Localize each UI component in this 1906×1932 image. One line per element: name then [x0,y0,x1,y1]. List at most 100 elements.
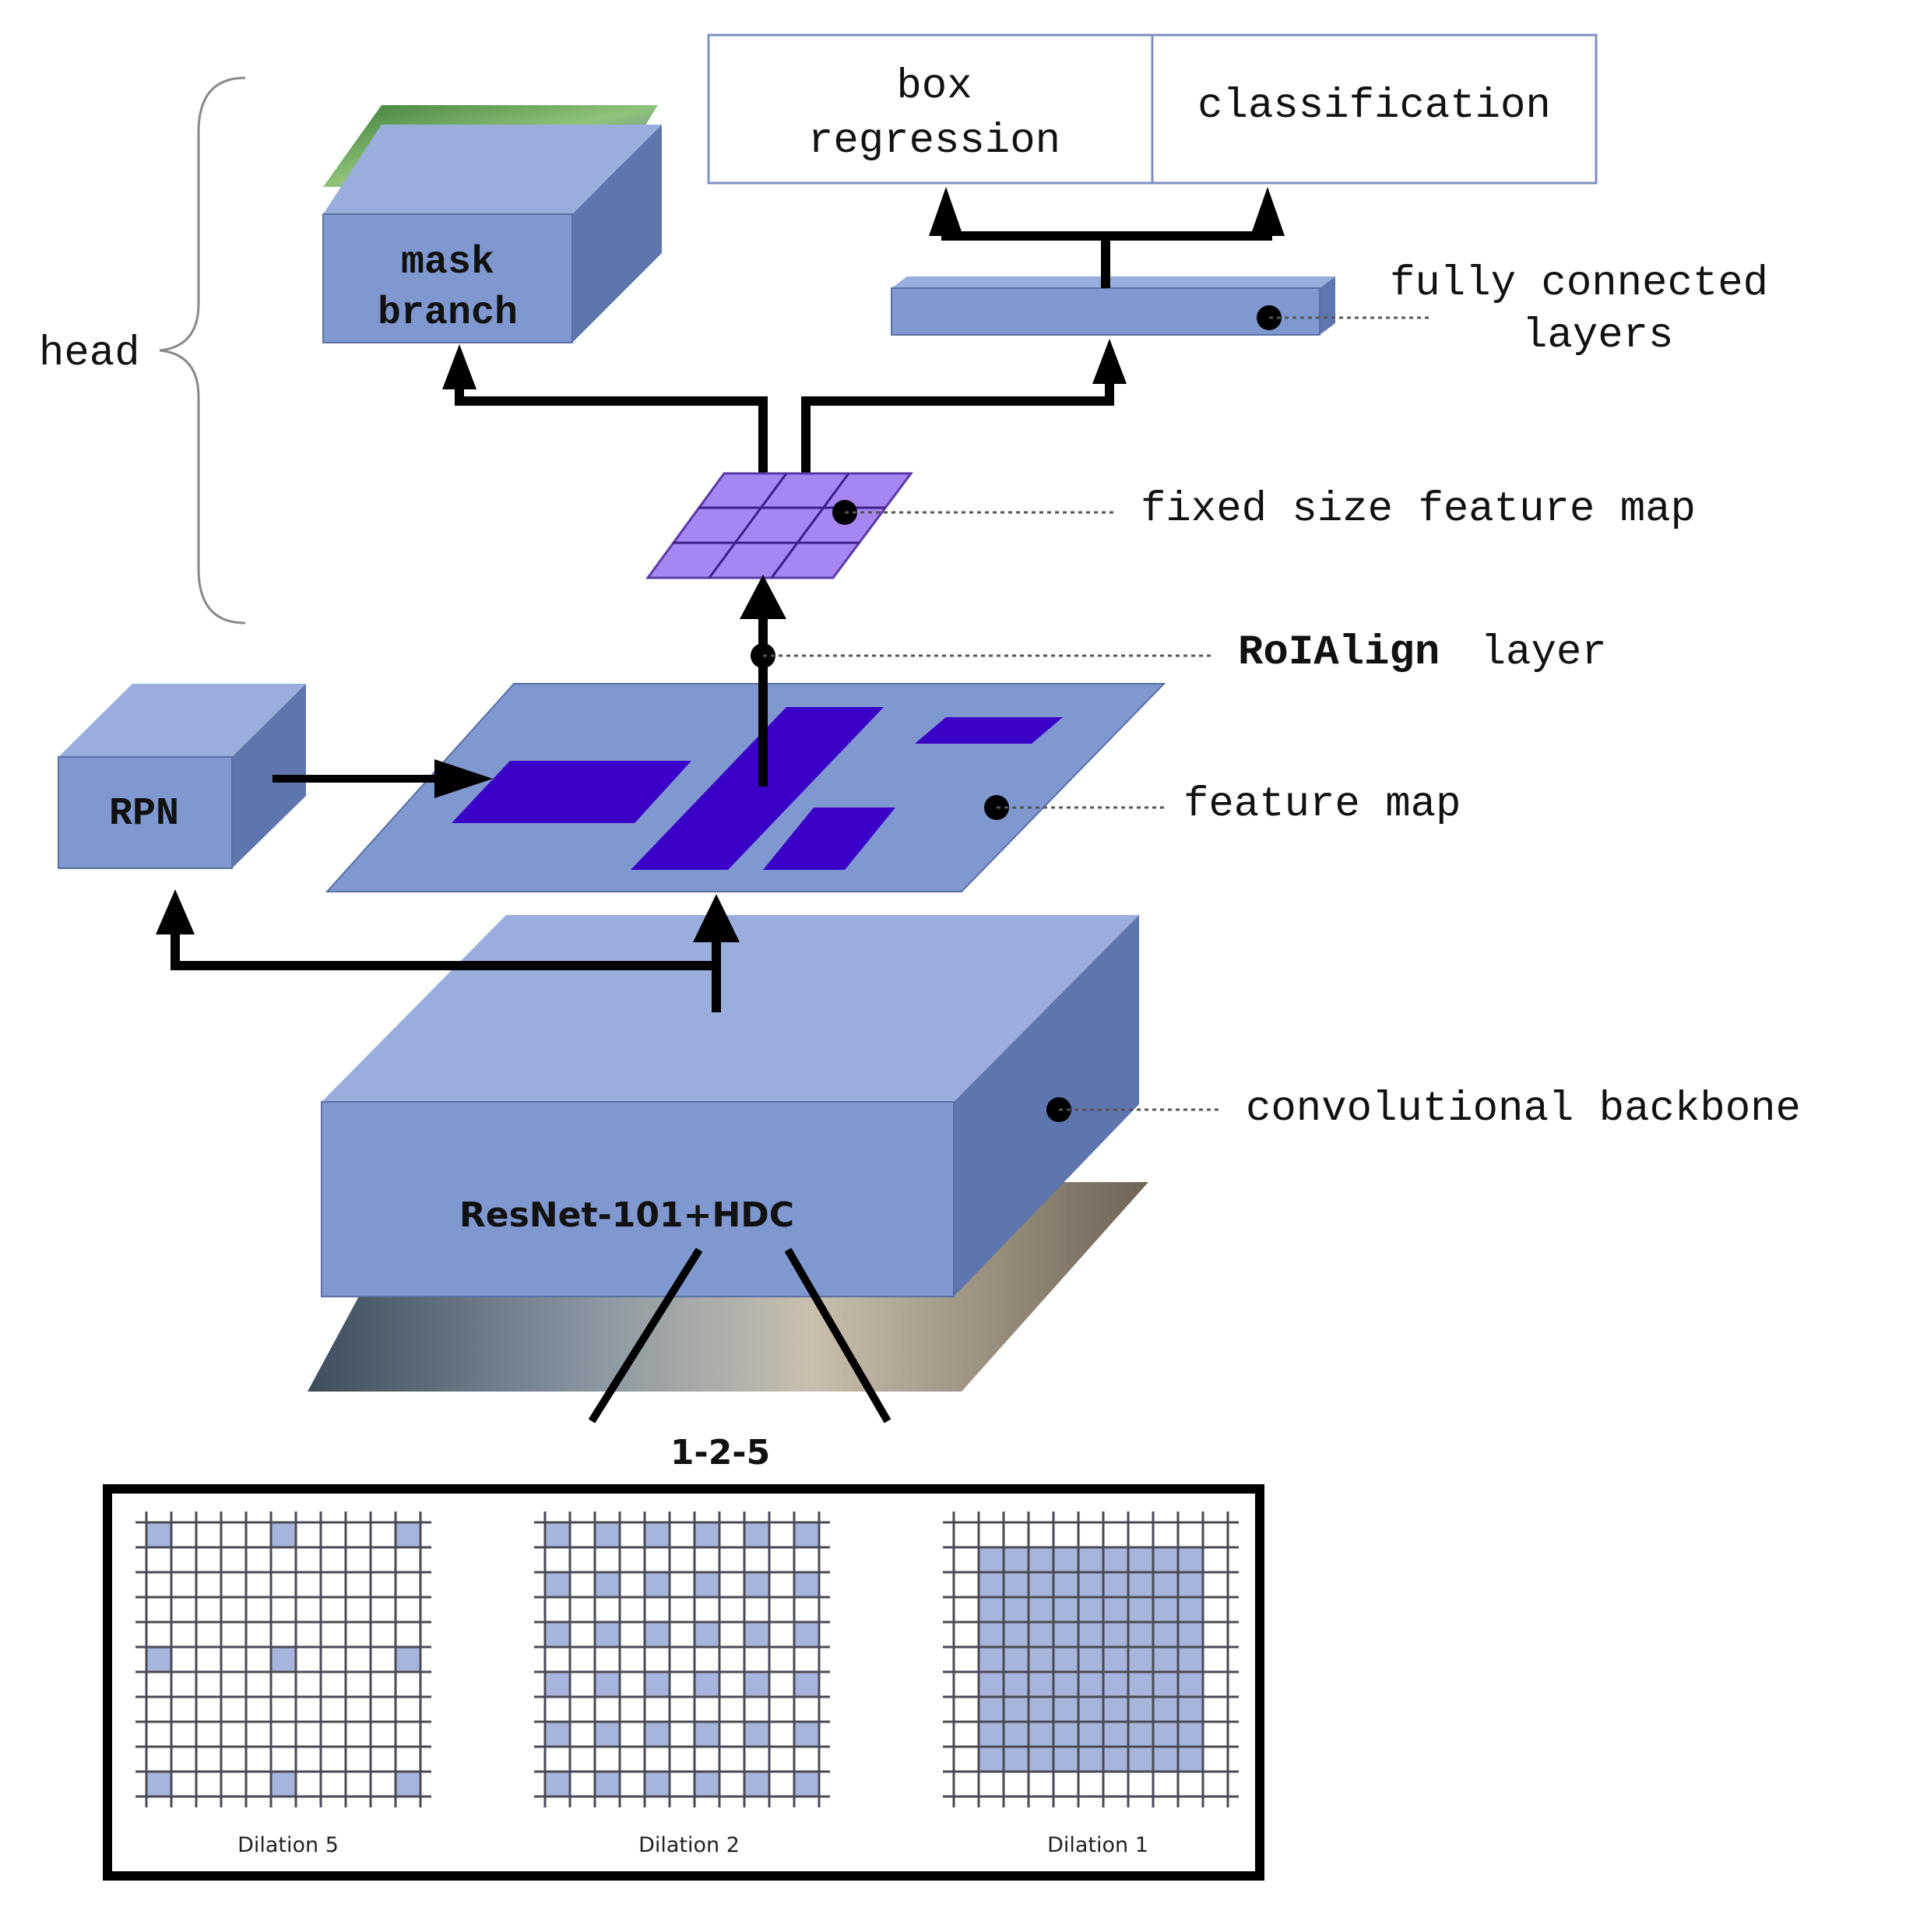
arrow-to-feature-map [693,894,740,942]
convolutional-backbone-label: convolutional backbone [1246,1086,1801,1133]
dilation-cell [1103,1597,1128,1622]
dilation-cell [595,1622,620,1647]
dilation-cell [1004,1597,1029,1622]
dilation-cell [1029,1547,1053,1572]
dilation-cell [1078,1647,1103,1672]
arrow-to-classification [1250,187,1285,236]
dilation-cell [1103,1672,1128,1697]
dilation-cell [271,1772,296,1797]
dilation-cell [146,1522,171,1547]
dilation-sequence-label: 1-2-5 [670,1433,770,1473]
dilation-cell [979,1647,1004,1672]
dilation-cell [1153,1597,1178,1622]
dilation-cell [1153,1547,1178,1572]
dilation-cell [545,1672,570,1697]
roialign-label: RoIAlign layer [1238,629,1607,677]
dilation-cell [744,1772,769,1797]
dilation-cell [1078,1597,1103,1622]
dilation-cell [595,1522,620,1547]
dilation-cell [545,1722,570,1747]
dilation-cell [1078,1672,1103,1697]
dilation-cell [979,1697,1004,1722]
rpn-label: RPN [109,792,179,836]
dilation-cell [979,1597,1004,1622]
dilation-grids [135,1511,1239,1807]
dilation-grid-2 [534,1511,830,1807]
classification-box: classification [1151,33,1598,185]
dilation-cell [794,1672,819,1697]
dilation-cell [979,1672,1004,1697]
feature-map [325,683,1166,892]
roialign-label-rest: layer [1481,629,1607,677]
dilation-cell [1103,1697,1128,1722]
dilation-cell [1128,1672,1153,1697]
dilation-cell [396,1647,420,1672]
dilation-cell [645,1622,670,1647]
arrow-to-mask-branch [442,344,476,389]
dilation-cell [271,1522,296,1547]
dilation-cell [695,1722,719,1747]
dilation-cell [794,1572,819,1597]
dilation-cell [1004,1672,1029,1697]
dilation-cell [1128,1747,1153,1772]
dilation-cell [1128,1597,1153,1622]
dilation-cell [396,1772,420,1797]
dilation-cell [595,1572,620,1597]
arrow-to-rpn [156,889,195,934]
dilation-cell [744,1622,769,1647]
dilation-cell [545,1772,570,1797]
dilation-cell [595,1672,620,1697]
dilation-cell [794,1622,819,1647]
dilation-cell [1029,1647,1053,1672]
dilation-cell [794,1722,819,1747]
dilation-cell [1053,1722,1078,1747]
dilation-cell [1178,1672,1203,1697]
dilation-cell [1029,1747,1053,1772]
dilation-cell [794,1522,819,1547]
dilation-cell [1053,1747,1078,1772]
dilation-cell [146,1772,171,1797]
dilation-cell [1004,1547,1029,1572]
dilation-cell [1103,1547,1128,1572]
dilation-cell [1029,1572,1053,1597]
dilation-cell [645,1722,670,1747]
dilation-cell [695,1522,719,1547]
dilation-cell [1153,1672,1178,1697]
dilation-5-caption: Dilation 5 [237,1833,339,1857]
rpn-block: RPN [58,684,306,869]
dilation-cell [1078,1697,1103,1722]
zoom-line-left [588,1248,703,1423]
dilation-cell [1128,1622,1153,1647]
dilation-cell [1178,1647,1203,1672]
dilation-cell [1053,1622,1078,1647]
dilation-cell [1153,1722,1178,1747]
feature-map-label: feature map [1183,781,1461,829]
dilation-cell [1103,1572,1128,1597]
dilation-cell [1053,1547,1078,1572]
dilation-cell [695,1572,719,1597]
dilation-cell [146,1647,171,1672]
head-label: head [39,330,140,378]
backbone-output-arrows [171,931,721,1012]
dilation-cell [595,1722,620,1747]
dilation-cell [1004,1647,1029,1672]
dilation-cell [979,1722,1004,1747]
dilation-cell [1178,1622,1203,1647]
dilation-cell [1078,1747,1103,1772]
dilation-cell [695,1672,719,1697]
dilation-cell [545,1572,570,1597]
dilation-cell [1078,1722,1103,1747]
roialign-label-bold: RoIAlign [1238,629,1440,677]
dilation-cell [1053,1572,1078,1597]
head-brace [159,76,246,625]
dilation-cell [645,1572,670,1597]
dilation-cell [1178,1547,1203,1572]
dilation-cell [1153,1747,1178,1772]
dilation-cell [1004,1697,1029,1722]
arrow-to-fc-layer [1092,339,1127,384]
dilation-cell [1004,1622,1029,1647]
dilation-cell [1153,1572,1178,1597]
box-regression-label-2: regression [808,118,1060,165]
dilation-cell [1053,1697,1078,1722]
